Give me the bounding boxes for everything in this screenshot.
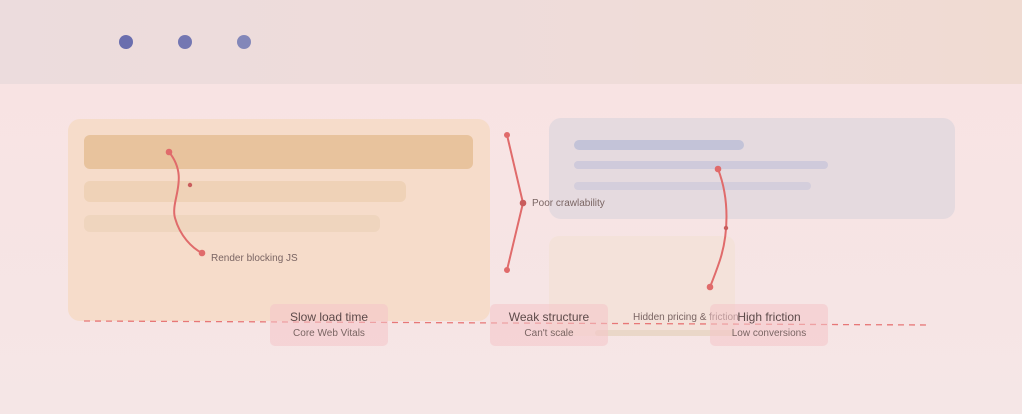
render-blocking-label: Render blocking JS <box>211 253 298 264</box>
callout-subtitle: Can't scale <box>524 328 574 339</box>
crawlability-top-point <box>504 132 510 138</box>
render-blocking-mid-point <box>187 182 193 188</box>
render-blocking-end-point <box>198 249 206 257</box>
callout-high-friction: High friction Low conversions <box>710 304 828 346</box>
pricing-mid-point <box>723 225 729 231</box>
callout-subtitle: Core Web Vitals <box>293 328 365 339</box>
browser-top-bar <box>0 0 1022 84</box>
window-dot-close[interactable] <box>119 35 133 49</box>
callout-slow-load: Slow load time Core Web Vitals <box>270 304 388 346</box>
crawlability-bottom-point <box>504 267 510 273</box>
crawlability-mid-point <box>519 199 527 207</box>
callout-weak-structure: Weak structure Can't scale <box>490 304 608 346</box>
window-dot-minimize[interactable] <box>178 35 192 49</box>
render-blocking-connector <box>168 151 203 254</box>
pricing-end-point <box>706 283 714 291</box>
content-title-placeholder <box>574 140 744 150</box>
callout-title: High friction <box>737 310 801 324</box>
crawlability-label: Poor crawlability <box>532 198 605 209</box>
hero-text-placeholder <box>84 215 380 232</box>
hero-headline-placeholder <box>84 135 473 169</box>
hero-subheadline-placeholder <box>84 181 406 202</box>
pricing-start-point <box>714 165 722 173</box>
render-blocking-start-point <box>165 148 173 156</box>
pricing-friction-connector <box>709 168 728 288</box>
pricing-friction-label: Hidden pricing & friction <box>633 312 739 323</box>
callout-title: Slow load time <box>289 310 369 324</box>
content-line-placeholder <box>574 182 811 190</box>
callout-title: Weak structure <box>508 310 590 324</box>
pricing-strip-placeholder <box>595 330 735 336</box>
window-dot-maximize[interactable] <box>237 35 251 49</box>
content-line-placeholder <box>574 161 828 169</box>
callout-subtitle: Low conversions <box>731 328 807 339</box>
